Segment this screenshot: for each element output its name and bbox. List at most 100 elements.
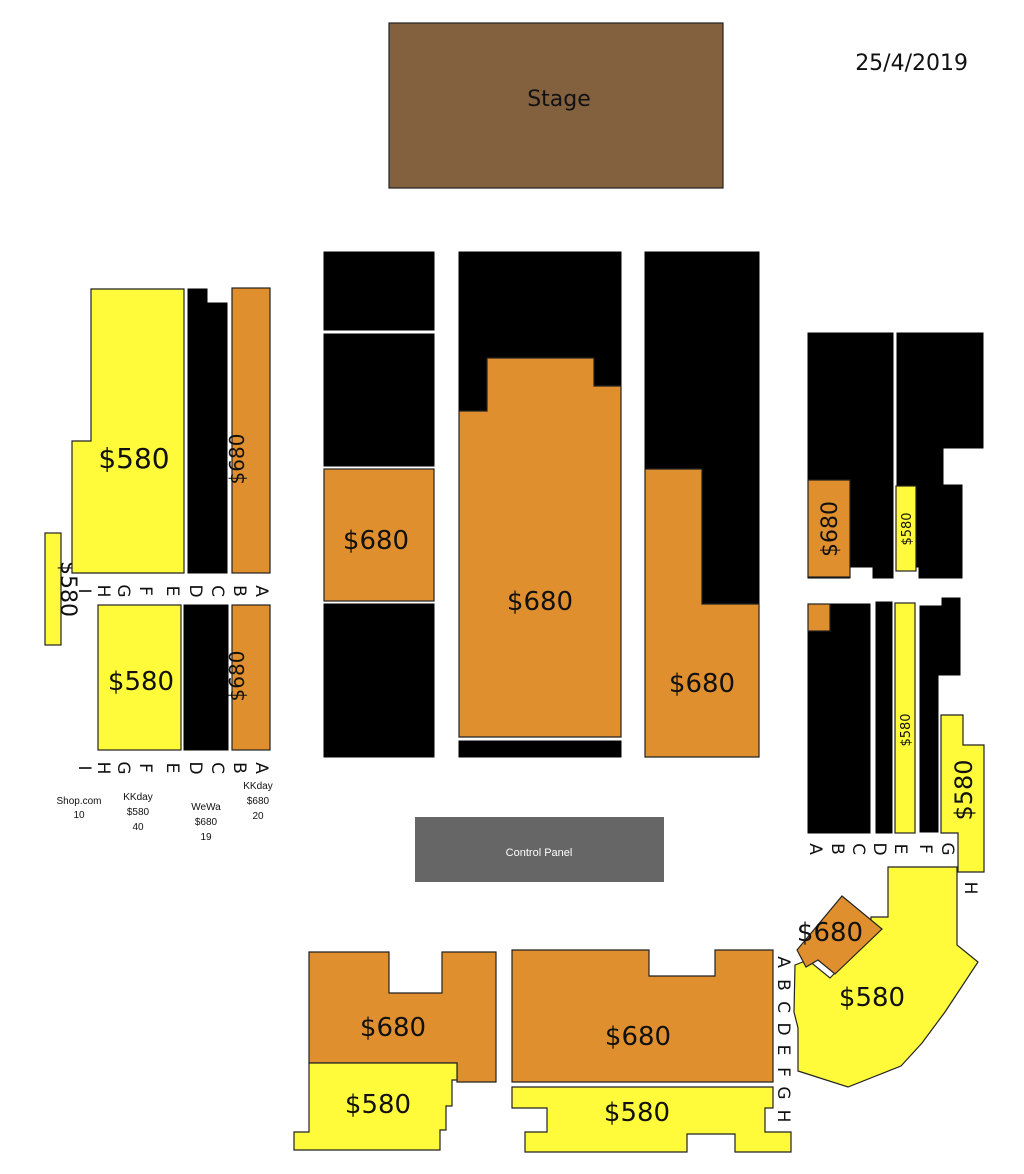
stage [388,22,724,189]
row-letter: D [185,584,205,597]
row-letter: D [773,1022,793,1035]
unavailable-section [323,333,435,467]
price-label: $580 [604,1098,670,1128]
seat-section-left-upper-580[interactable] [71,288,185,574]
control-panel [415,817,664,882]
row-letter: A [805,843,825,855]
row-letter: G [113,761,133,774]
price-label: $580 [899,713,914,746]
seat-section-center-left-680[interactable] [323,468,435,602]
row-letter: H [93,762,113,775]
vendor-count: 19 [200,832,212,843]
row-letter: I [74,765,94,770]
price-label: $580 [839,983,905,1013]
row-letter: G [113,584,133,597]
row-letter: G [937,842,957,855]
row-letter: C [207,585,227,597]
row-letter: E [890,844,910,855]
price-label: $680 [605,1022,671,1052]
unavailable-section [458,740,622,758]
price-label: $580 [950,759,978,820]
row-letter: A [773,956,793,968]
seat-section-right-upper-580[interactable] [895,485,917,572]
row-letter: H [93,585,113,598]
vendor-name: WeWa [191,802,221,813]
row-letters-bottom: A B C D E F G H [773,956,793,1122]
seat-section-bottom-center-580[interactable] [511,1086,792,1153]
price-label: $680 [225,434,249,485]
seat-section-left-upper-680[interactable] [231,287,271,574]
vendor-name: KKday [243,781,272,792]
price-label: $680 [343,526,409,556]
price-label: $580 [108,667,174,697]
control-panel-label: Control Panel [506,847,573,859]
row-letter: E [162,763,182,774]
row-letter: A [251,762,271,774]
vendor-price: $680 [247,796,270,807]
price-label: $680 [818,501,843,557]
price-label: $680 [507,587,573,617]
seat-section-corner-680[interactable] [796,895,883,975]
seat-section-right-side-580[interactable] [940,714,985,873]
unavailable-section [919,597,961,833]
row-letter: F [135,586,155,596]
row-letter: A [251,585,271,597]
row-letter: H [773,1110,793,1123]
seat-section-corner-580[interactable] [793,866,979,1088]
row-letter: C [207,762,227,774]
row-letter: F [135,763,155,773]
unavailable-section [875,601,893,834]
vendor-name: Shop.com [56,796,101,807]
seat-section-bottom-left-580[interactable] [293,1062,458,1151]
price-label: $680 [360,1013,426,1043]
row-letter: H [960,882,980,895]
unavailable-section-left-lower [183,604,229,751]
price-label: $680 [797,918,863,948]
vendor-count: 10 [73,810,85,821]
seat-section-right-upper-680[interactable] [807,479,851,578]
price-label: $680 [225,651,249,702]
seat-section-left-lower-680[interactable] [231,604,271,751]
seat-section-center-680[interactable] [458,357,622,738]
price-label: $580 [98,442,169,475]
row-letter: B [773,979,793,991]
vendor-price: $680 [195,817,218,828]
vendor-count: 40 [132,822,144,833]
row-letter: E [773,1045,793,1056]
seat-section-center-right-680[interactable] [644,468,760,758]
row-letter: I [74,588,94,593]
price-label: $680 [669,669,735,699]
row-letter: G [773,1086,793,1099]
event-date: 25/4/2019 [855,51,968,76]
seat-section-right-lower-680[interactable] [807,603,831,632]
vendor-name: KKday [123,792,152,803]
seat-section-bottom-center-680[interactable] [511,949,774,1083]
price-label: $580 [345,1090,411,1120]
row-letter: C [848,843,868,855]
seat-section-left-lower-580[interactable] [97,604,182,751]
unavailable-section [323,603,435,758]
row-letters-left-upper: I H G F E D C B A [74,584,271,597]
stage-label: Stage [527,87,591,112]
row-letter: B [229,762,249,774]
row-letter: E [162,586,182,597]
row-letter: D [185,761,205,774]
row-letter: B [827,843,847,855]
row-letter: D [869,842,889,855]
vendor-price: $580 [127,807,150,818]
price-label: $580 [900,512,915,545]
vendor-notes: Shop.com 10 KKday $580 40 WeWa $680 19 K… [56,781,272,843]
seat-section-left-single-580[interactable] [44,532,62,646]
seat-section-right-lower-580-narrow[interactable] [894,602,916,834]
vendor-count: 20 [252,811,264,822]
row-letter: C [773,1001,793,1013]
unavailable-section [323,251,435,331]
unavailable-section-left-upper [187,288,228,574]
row-letter: F [773,1067,793,1077]
row-letters-left-lower: I H G F E D C B A [74,761,271,774]
row-letter: B [229,585,249,597]
row-letters-right: A B C D E F G H [805,842,980,894]
row-letter: F [915,844,935,854]
unavailable-section [807,603,871,834]
